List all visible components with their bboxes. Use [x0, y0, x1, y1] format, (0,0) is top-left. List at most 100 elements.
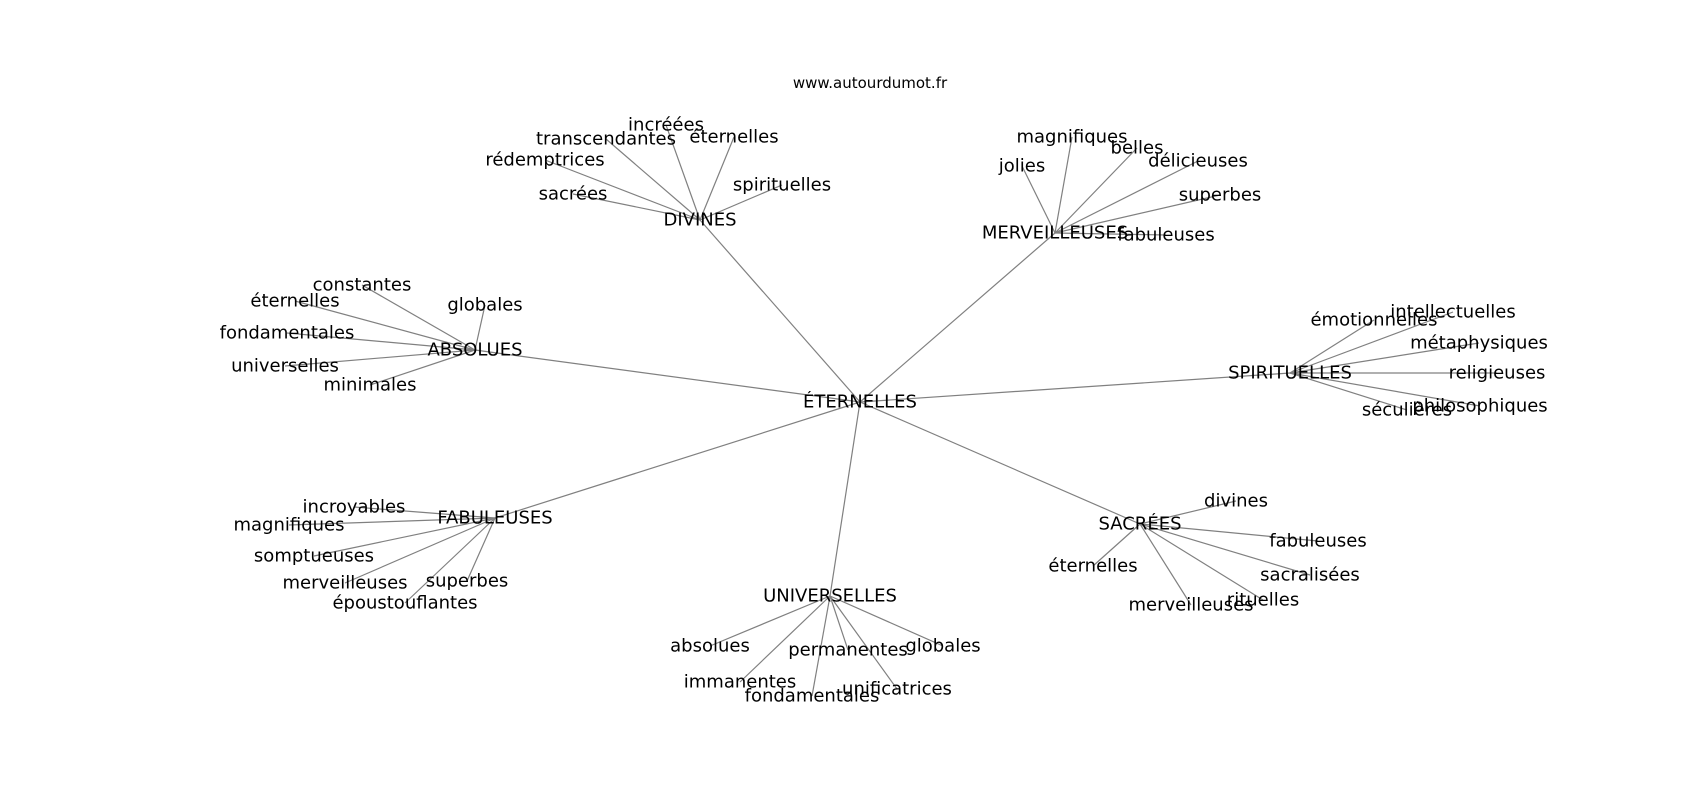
edge-hub-to-leaf	[1289, 372, 1481, 407]
edge-hub-to-leaf	[1139, 523, 1319, 542]
leaf-node-label: religieuses	[1449, 363, 1546, 384]
leaf-node-label: philosophiques	[1412, 396, 1547, 417]
edge-hub-to-leaf	[829, 595, 898, 690]
leaf-node-label: spirituelles	[733, 175, 831, 196]
edge-hub-to-leaf	[699, 136, 735, 221]
leaf-node-label: rituelles	[1227, 590, 1299, 611]
leaf-node-label: époustouflantes	[332, 593, 477, 614]
edge-hub-to-leaf	[739, 595, 831, 683]
center-node-label: ÉTERNELLES	[803, 391, 917, 413]
leaf-node-label: émotionnelles	[1310, 310, 1437, 331]
edge-center-to-hub	[829, 401, 861, 597]
edge-hub-to-leaf	[1054, 160, 1199, 234]
edge-center-to-hub	[859, 232, 1056, 403]
leaf-node-label: belles	[1111, 138, 1164, 159]
edge-hub-to-leaf	[829, 595, 849, 651]
leaf-node-label: éternelles	[689, 127, 778, 148]
edge-hub-to-leaf	[284, 349, 476, 367]
leaf-node-label: fondamentales	[745, 686, 880, 707]
leaf-node-label: éternelles	[1048, 556, 1137, 577]
leaf-node-label: absolues	[670, 636, 750, 657]
edge-hub-to-leaf	[1139, 523, 1192, 606]
leaf-node-label: merveilleuses	[1128, 595, 1253, 616]
leaf-node-label: magnifiques	[233, 515, 344, 536]
edge-hub-to-leaf	[1054, 232, 1167, 236]
leaf-node-label: jolies	[998, 156, 1045, 177]
edge-hub-to-leaf	[699, 184, 783, 221]
hub-node-label: ABSOLUES	[427, 340, 522, 361]
edge-hub-to-leaf	[1289, 311, 1454, 374]
edge-hub-to-leaf	[353, 506, 496, 519]
hub-node-label: SACRÉES	[1098, 513, 1181, 535]
leaf-node-label: intellectuelles	[1390, 302, 1516, 323]
edge-hub-to-leaf	[605, 138, 701, 221]
edge-hub-to-leaf	[313, 517, 496, 557]
edge-hub-to-leaf	[1289, 372, 1408, 411]
leaf-node-label: unificatrices	[842, 679, 952, 700]
leaf-node-label: merveilleuses	[282, 573, 407, 594]
leaf-node-label: transcendantes	[536, 129, 676, 150]
leaf-node-label: minimales	[324, 375, 417, 396]
edge-center-to-hub	[859, 372, 1291, 403]
edge-hub-to-leaf	[1289, 342, 1480, 374]
edge-hub-to-leaf	[466, 517, 496, 582]
leaf-node-label: séculières	[1362, 400, 1452, 421]
edge-hub-to-leaf	[1139, 523, 1264, 601]
leaf-node-label: fondamentales	[220, 323, 355, 344]
hub-node-label: MERVEILLEUSES	[982, 223, 1128, 244]
leaf-node-label: constantes	[313, 275, 412, 296]
leaf-node-label: sacralisées	[1260, 565, 1360, 586]
leaf-node-label: somptueuses	[254, 546, 374, 567]
leaf-node-label: globales	[447, 295, 522, 316]
leaf-node-label: immanentes	[684, 672, 797, 693]
leaf-node-label: fabuleuses	[1269, 531, 1367, 552]
leaf-node-label: divines	[1204, 491, 1268, 512]
edge-hub-to-leaf	[665, 124, 701, 221]
leaf-node-label: incroyables	[303, 497, 406, 518]
hub-node-label: DIVINES	[663, 210, 736, 231]
edge-hub-to-leaf	[288, 517, 496, 526]
edge-hub-to-leaf	[1054, 147, 1138, 234]
leaf-node-label: rédemptrices	[485, 150, 604, 171]
leaf-node-label: permanentes	[788, 640, 908, 661]
edge-center-to-hub	[699, 219, 861, 403]
edge-hub-to-leaf	[361, 284, 476, 351]
leaf-node-label: sacrées	[539, 184, 608, 205]
edge-center-to-hub	[474, 349, 861, 403]
edge-hub-to-leaf	[344, 517, 496, 584]
edge-hub-to-leaf	[474, 304, 486, 351]
leaf-node-label: magnifiques	[1016, 127, 1127, 148]
leaf-node-label: délicieuses	[1148, 151, 1248, 172]
edge-hub-to-leaf	[811, 595, 831, 697]
leaf-node-label: métaphysiques	[1410, 333, 1548, 354]
edge-hub-to-leaf	[1139, 500, 1237, 525]
leaf-node-label: universelles	[231, 356, 339, 377]
edge-hub-to-leaf	[709, 595, 831, 647]
edge-hub-to-leaf	[294, 300, 476, 351]
leaf-node-label: superbes	[1179, 185, 1262, 206]
edge-hub-to-leaf	[1289, 319, 1375, 374]
source-url: www.autourdumot.fr	[793, 74, 948, 92]
edge-hub-to-leaf	[1092, 523, 1141, 567]
hub-node-label: SPIRITUELLES	[1228, 363, 1352, 384]
edge-hub-to-leaf	[1139, 523, 1311, 576]
graph-edges	[284, 124, 1497, 697]
edge-hub-to-leaf	[572, 193, 701, 221]
edge-center-to-hub	[859, 401, 1141, 525]
leaf-node-label: fabuleuses	[1117, 225, 1215, 246]
edge-hub-to-leaf	[286, 332, 476, 351]
hub-node-label: UNIVERSELLES	[763, 586, 897, 607]
leaf-node-label: globales	[905, 636, 980, 657]
leaf-node-label: superbes	[426, 571, 509, 592]
edge-hub-to-leaf	[404, 517, 496, 604]
edge-hub-to-leaf	[1054, 194, 1221, 234]
edge-hub-to-leaf	[369, 349, 476, 386]
edge-hub-to-leaf	[1021, 165, 1056, 234]
leaf-node-label: incréées	[628, 115, 704, 136]
hub-node-label: FABULEUSES	[437, 508, 552, 529]
leaf-node-label: éternelles	[250, 291, 339, 312]
edge-hub-to-leaf	[1054, 136, 1073, 234]
edge-hub-to-leaf	[544, 159, 701, 221]
